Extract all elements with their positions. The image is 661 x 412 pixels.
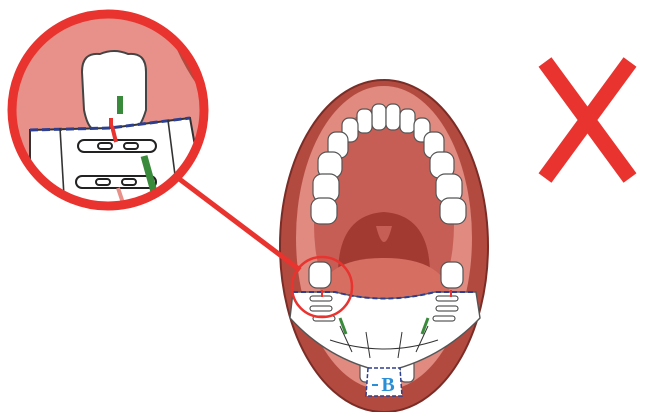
- magnified-detail: [0, 0, 230, 230]
- dental-tray: B: [290, 290, 480, 396]
- incorrect-x-icon: [545, 62, 630, 178]
- open-mouth: B: [280, 80, 488, 412]
- tray-label: B: [381, 374, 394, 396]
